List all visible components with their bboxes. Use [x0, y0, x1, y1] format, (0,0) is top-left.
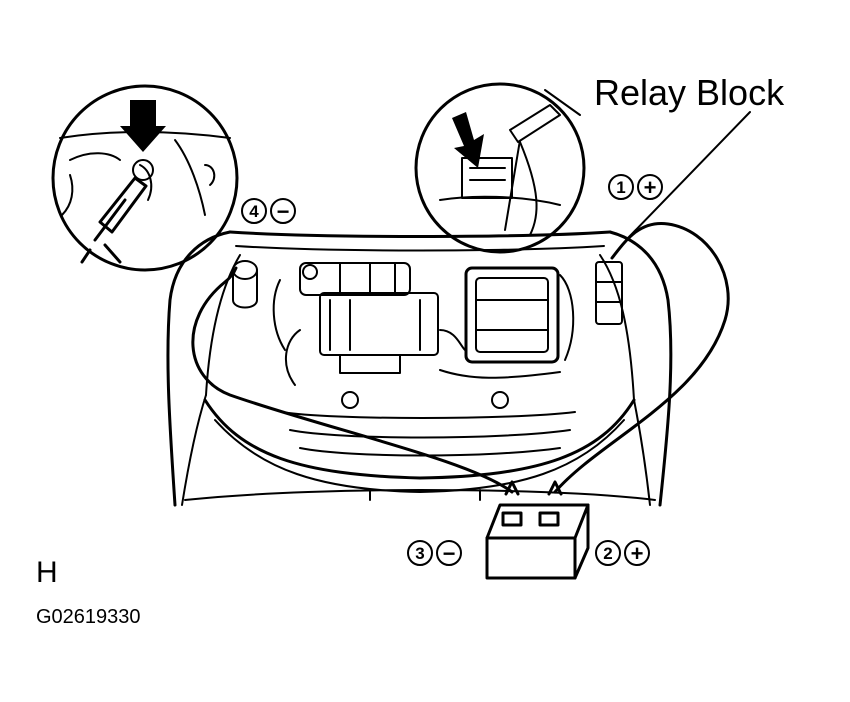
jumper-cables: [191, 222, 730, 496]
callout-number: 1: [616, 178, 625, 197]
callout-number: 3: [415, 544, 424, 563]
down-arrow-icon: [452, 112, 484, 168]
jumper-clamp-icon: [80, 176, 148, 264]
callout-sign: +: [631, 541, 644, 566]
callout-number: 4: [249, 202, 259, 221]
figure-code: G02619330: [36, 606, 141, 628]
callout-4-negative: 4 −: [241, 198, 296, 224]
callout-3-negative: 3 −: [407, 540, 462, 566]
relay-block-leader-line: [627, 111, 751, 239]
callout-sign: −: [443, 541, 456, 566]
detail-circle-ground: [51, 84, 239, 272]
engine-bay: [232, 260, 575, 409]
relay-block-label: Relay Block: [594, 72, 785, 113]
detail-circle-relay: [414, 82, 586, 254]
callout-2-positive: 2 +: [595, 540, 650, 566]
down-arrow-icon: [120, 100, 166, 152]
callout-sign: −: [277, 199, 290, 224]
callout-sign: +: [644, 175, 657, 200]
battery-icon: [485, 503, 590, 580]
callout-1-positive: 1 +: [608, 174, 663, 200]
view-marker: H: [36, 556, 58, 589]
vehicle-front-end: [166, 230, 673, 507]
callout-number: 2: [603, 544, 612, 563]
relay-block: [595, 261, 623, 325]
